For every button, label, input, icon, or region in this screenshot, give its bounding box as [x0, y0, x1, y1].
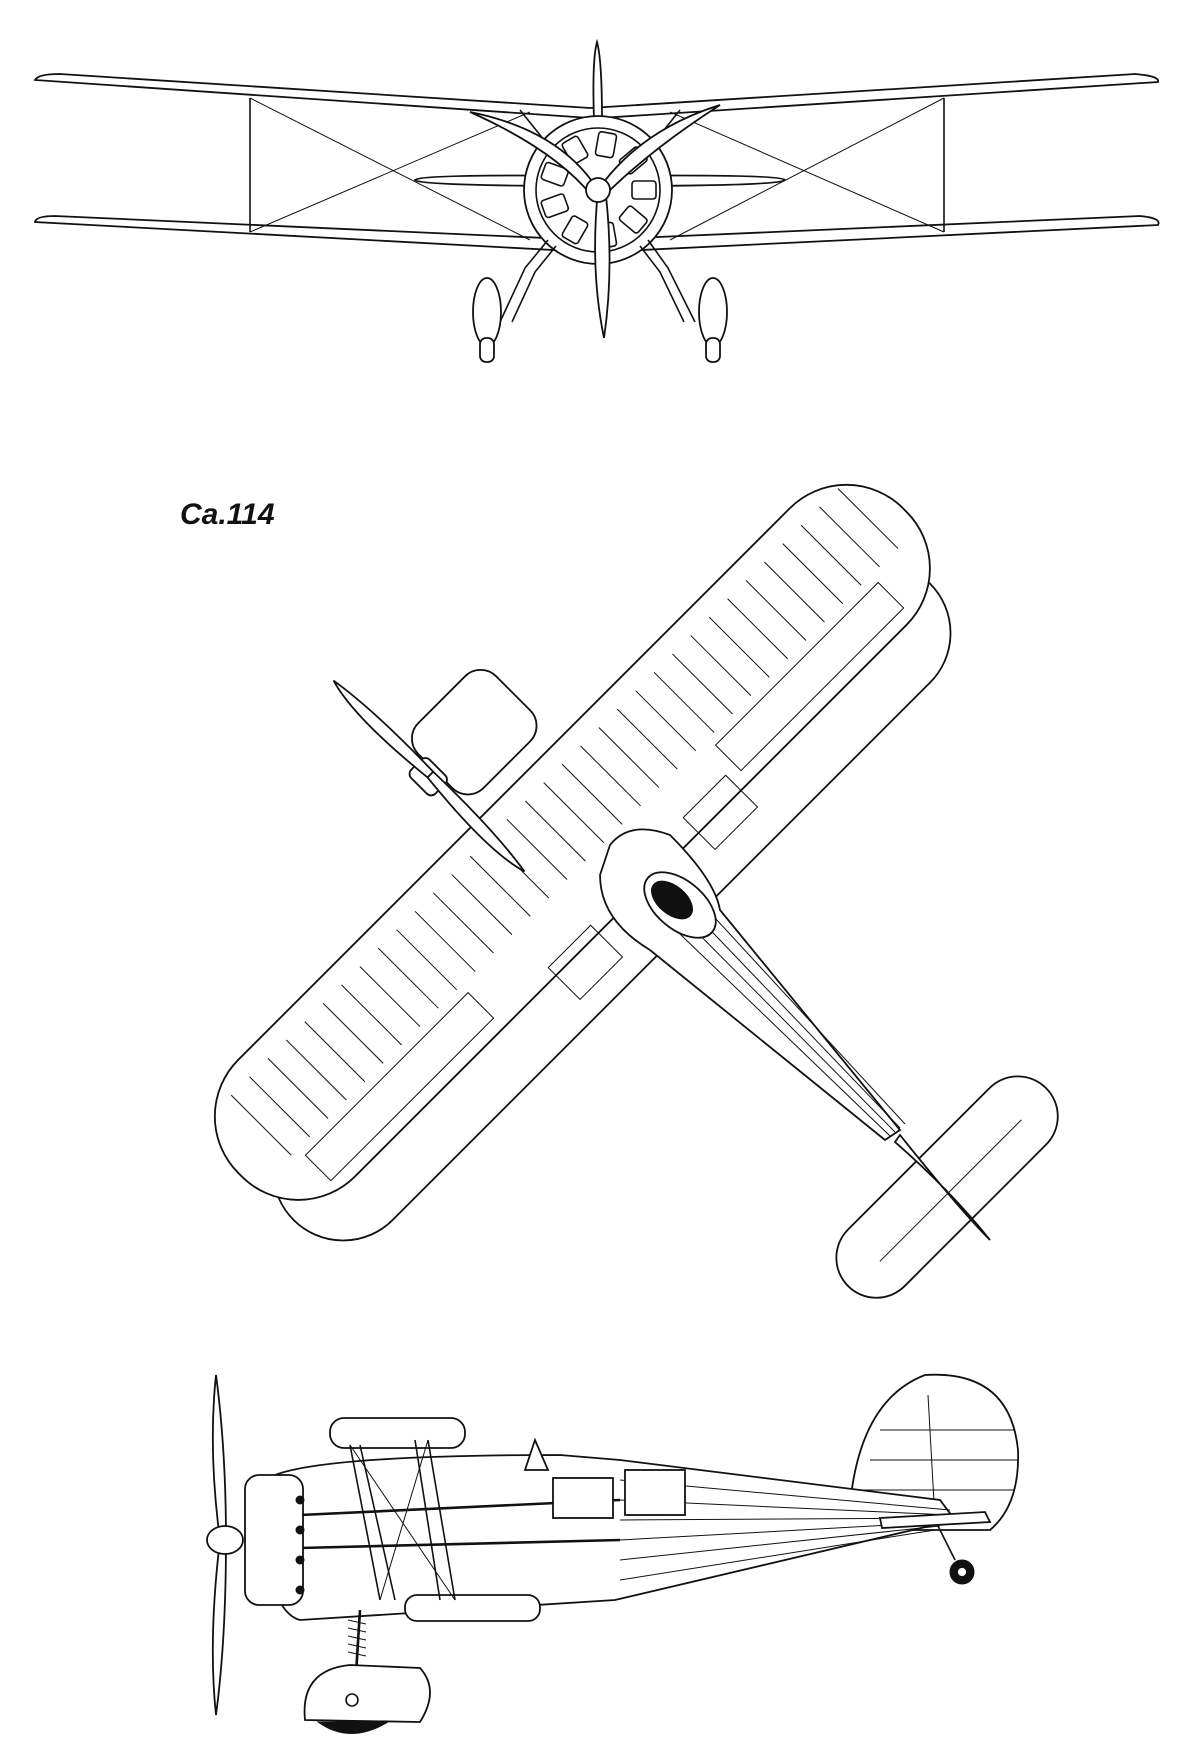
interplane-strut	[349, 1444, 381, 1601]
wing-rib	[524, 800, 586, 862]
pilot-headrest	[651, 880, 693, 920]
fuselage	[599, 828, 902, 1142]
wing-root-walkway	[547, 924, 624, 1001]
vertical-fin	[849, 1373, 1019, 1531]
wing-rib	[837, 488, 899, 549]
bracing-wire	[249, 97, 531, 241]
horizontal-stabilizer-side	[878, 1511, 992, 1529]
windscreen	[523, 1437, 550, 1471]
wing-rib	[580, 745, 641, 807]
top-view	[213, 483, 1059, 1299]
wing-rib	[451, 874, 513, 936]
front-view	[33, 38, 1160, 363]
aileron	[304, 991, 495, 1182]
wing-rib	[708, 616, 770, 678]
wing-rib	[819, 506, 880, 568]
wing-root-walkway	[682, 774, 759, 851]
lower-wing-side	[404, 1594, 541, 1622]
aileron	[714, 581, 905, 772]
propeller-blade	[469, 111, 600, 198]
wing-rib	[764, 561, 825, 623]
left-wheel-spat	[472, 277, 502, 347]
main-wheel-spat	[303, 1664, 431, 1723]
wing-rib	[635, 690, 697, 752]
wing-rib	[653, 671, 715, 733]
wing-rib	[469, 855, 531, 917]
wing-rib	[359, 966, 421, 1027]
right-gear-leg	[647, 239, 696, 323]
upper-wing-planform	[213, 483, 931, 1201]
wing-rib	[506, 819, 568, 880]
aircraft-designation-label: Ca.114	[180, 498, 275, 531]
wing-rib	[322, 1002, 384, 1064]
wing-rib	[304, 1021, 366, 1083]
wing-rib	[727, 598, 789, 660]
engine-cylinder	[631, 180, 657, 200]
propeller-blade	[332, 679, 435, 779]
propeller-side	[211, 1374, 227, 1541]
wing-rib	[745, 580, 807, 641]
wing-rib	[561, 763, 623, 825]
wing-rib	[672, 653, 733, 715]
engine-cylinder	[540, 193, 570, 219]
propeller-blade	[426, 770, 526, 873]
wing-rib	[543, 782, 605, 844]
left-gear-leg	[499, 239, 549, 323]
propeller-spinner	[585, 177, 611, 203]
upper-wing-side	[329, 1417, 466, 1449]
wing-rib	[267, 1058, 329, 1119]
engine-cowling-side	[244, 1474, 304, 1606]
wing-rib	[598, 727, 660, 788]
bracing-wire	[669, 111, 945, 233]
cockpit-panel	[552, 1477, 614, 1519]
fin	[592, 38, 603, 121]
engine-cylinder	[618, 205, 648, 234]
wing-rib	[414, 910, 476, 972]
wing-rib	[285, 1039, 347, 1101]
engine-cylinder	[561, 215, 589, 245]
wing-rib	[230, 1094, 292, 1156]
wing-rib	[782, 543, 844, 605]
wing-rib	[433, 892, 494, 954]
rudder-top	[893, 1133, 991, 1241]
wing-rib	[616, 708, 678, 770]
propeller-blade	[594, 188, 611, 339]
engine-cylinder	[594, 130, 618, 159]
side-view	[206, 1373, 1019, 1734]
wing-rib	[396, 929, 458, 991]
right-wheel-spat	[698, 277, 728, 347]
wing-rib	[377, 947, 439, 1009]
engine-cylinder	[540, 161, 570, 187]
shock-spring	[347, 1619, 367, 1657]
wing-rib	[341, 984, 402, 1046]
bracing-wire	[249, 111, 531, 233]
propeller-hub	[206, 1525, 244, 1555]
wing-rib	[800, 524, 862, 586]
main-wheel	[316, 1721, 390, 1734]
wing-rib	[249, 1076, 311, 1138]
bracing-wire	[669, 97, 945, 241]
wing-rib	[690, 635, 752, 697]
